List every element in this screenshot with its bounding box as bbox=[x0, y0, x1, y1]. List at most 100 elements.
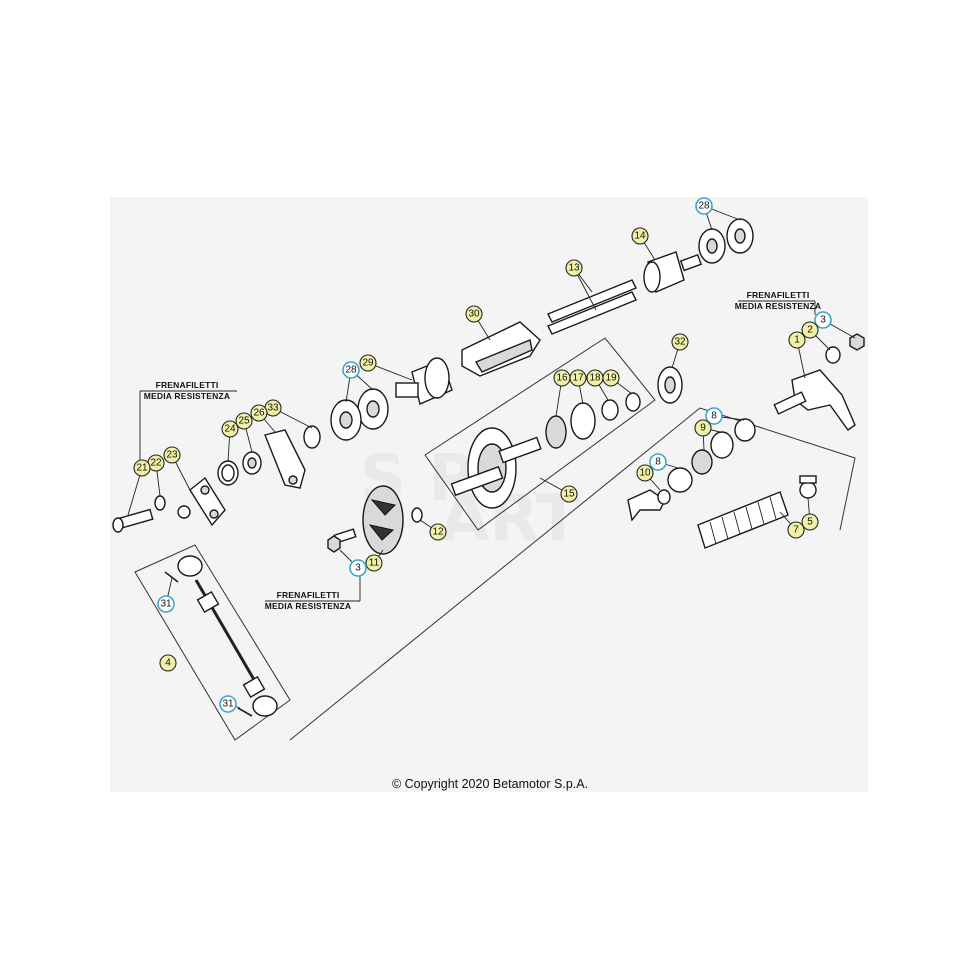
callout-19: 19 bbox=[602, 369, 620, 387]
frame-group-4 bbox=[134, 544, 291, 741]
callout-5: 5 bbox=[801, 513, 819, 531]
spring-7 bbox=[697, 491, 789, 549]
bushing-25 bbox=[242, 451, 262, 475]
svg-text:28: 28 bbox=[698, 201, 710, 212]
callout-28: 28 bbox=[695, 197, 713, 215]
svg-text:22: 22 bbox=[150, 458, 162, 469]
pin-5 bbox=[799, 475, 817, 499]
callout-8: 8 bbox=[649, 453, 667, 471]
svg-text:24: 24 bbox=[224, 424, 236, 435]
washer-22 bbox=[154, 495, 166, 511]
shaft-13 bbox=[547, 279, 637, 335]
svg-text:29: 29 bbox=[362, 358, 374, 369]
callout-28: 28 bbox=[342, 361, 360, 379]
callout-1: 1 bbox=[788, 331, 806, 349]
note-top-right: FRENAFILETTI MEDIA RESISTENZA bbox=[735, 290, 821, 315]
svg-text:FRENAFILETTI: FRENAFILETTI bbox=[277, 590, 340, 600]
washer-33 bbox=[303, 425, 321, 449]
callout-30: 30 bbox=[465, 305, 483, 323]
callout-21: 21 bbox=[133, 459, 151, 477]
callout-3: 3 bbox=[349, 559, 367, 577]
svg-text:10: 10 bbox=[639, 468, 651, 479]
spring-24 bbox=[217, 460, 239, 486]
svg-text:28: 28 bbox=[345, 365, 357, 376]
svg-text:8: 8 bbox=[655, 457, 661, 468]
callout-18: 18 bbox=[586, 369, 604, 387]
callout-22: 22 bbox=[147, 454, 165, 472]
gear-15 bbox=[450, 427, 542, 509]
callout-2: 2 bbox=[801, 321, 819, 339]
frame-group-15 bbox=[424, 337, 656, 531]
callout-26: 26 bbox=[250, 404, 268, 422]
copyright-text: © Copyright 2020 Betamotor S.p.A. bbox=[391, 777, 589, 791]
fork-30 bbox=[461, 321, 541, 377]
svg-text:21: 21 bbox=[136, 463, 148, 474]
svg-text:MEDIA RESISTENZA: MEDIA RESISTENZA bbox=[265, 601, 351, 611]
svg-text:31: 31 bbox=[160, 599, 172, 610]
spacer-14 bbox=[643, 251, 703, 293]
drum-29 bbox=[395, 357, 453, 405]
lever-23 bbox=[177, 476, 226, 527]
bolt-3-bottom bbox=[327, 528, 357, 553]
svg-text:15: 15 bbox=[563, 489, 575, 500]
svg-text:26: 26 bbox=[253, 408, 265, 419]
svg-text:33: 33 bbox=[267, 403, 279, 414]
svg-text:23: 23 bbox=[166, 450, 178, 461]
clip-31-bottom bbox=[237, 707, 253, 717]
callout-23: 23 bbox=[163, 446, 181, 464]
callout-32: 32 bbox=[671, 333, 689, 351]
clip-31-top bbox=[164, 571, 179, 583]
watermark: S P ART bbox=[360, 442, 580, 556]
callout-13: 13 bbox=[565, 259, 583, 277]
callout-29: 29 bbox=[359, 354, 377, 372]
selector-plate-26 bbox=[264, 429, 306, 489]
svg-text:11: 11 bbox=[369, 558, 380, 569]
callout-16: 16 bbox=[553, 369, 571, 387]
svg-text:7: 7 bbox=[793, 525, 799, 536]
bolt-21 bbox=[112, 508, 154, 533]
callout-8: 8 bbox=[705, 407, 723, 425]
svg-text:30: 30 bbox=[468, 309, 480, 320]
callout-14: 14 bbox=[631, 227, 649, 245]
callouts: 28 14 13 30 3 2 1 32 29 28 16 17 18 19 3… bbox=[133, 197, 832, 713]
callout-15: 15 bbox=[560, 485, 578, 503]
svg-text:31: 31 bbox=[222, 699, 234, 710]
impeller-11 bbox=[362, 485, 404, 555]
callout-3: 3 bbox=[814, 311, 832, 329]
frame-link-4 bbox=[289, 407, 856, 741]
svg-text:3: 3 bbox=[820, 315, 826, 326]
shift-fork-1 bbox=[773, 369, 856, 431]
bearing-32 bbox=[657, 366, 683, 404]
svg-text:16: 16 bbox=[556, 373, 568, 384]
callout-4: 4 bbox=[159, 654, 177, 672]
callout-7: 7 bbox=[787, 521, 805, 539]
svg-text:17: 17 bbox=[572, 373, 584, 384]
svg-text:14: 14 bbox=[634, 231, 646, 242]
callout-31: 31 bbox=[219, 695, 237, 713]
svg-text:18: 18 bbox=[589, 373, 601, 384]
svg-text:8: 8 bbox=[711, 411, 717, 422]
thrust-washers-16-19 bbox=[545, 392, 641, 449]
bolt-3-top bbox=[849, 333, 865, 351]
note-bottom: FRENAFILETTI MEDIA RESISTENZA bbox=[265, 575, 361, 611]
arm-10 bbox=[627, 489, 671, 522]
callout-17: 17 bbox=[569, 369, 587, 387]
callout-10: 10 bbox=[636, 464, 654, 482]
svg-text:1: 1 bbox=[794, 335, 800, 346]
callout-33: 33 bbox=[264, 399, 282, 417]
svg-text:FRENAFILETTI: FRENAFILETTI bbox=[747, 290, 810, 300]
callout-12: 12 bbox=[429, 523, 447, 541]
svg-text:5: 5 bbox=[807, 517, 813, 528]
svg-text:25: 25 bbox=[238, 416, 250, 427]
note-left: FRENAFILETTI MEDIA RESISTENZA bbox=[139, 380, 237, 462]
svg-text:32: 32 bbox=[674, 337, 686, 348]
washer-12 bbox=[411, 507, 423, 523]
washer-2 bbox=[825, 346, 841, 364]
callout-11: 11 bbox=[365, 554, 383, 572]
callout-9: 9 bbox=[694, 419, 712, 437]
svg-text:FRENAFILETTI: FRENAFILETTI bbox=[156, 380, 219, 390]
callout-24: 24 bbox=[221, 420, 239, 438]
svg-text:3: 3 bbox=[355, 563, 361, 574]
callout-31: 31 bbox=[157, 595, 175, 613]
